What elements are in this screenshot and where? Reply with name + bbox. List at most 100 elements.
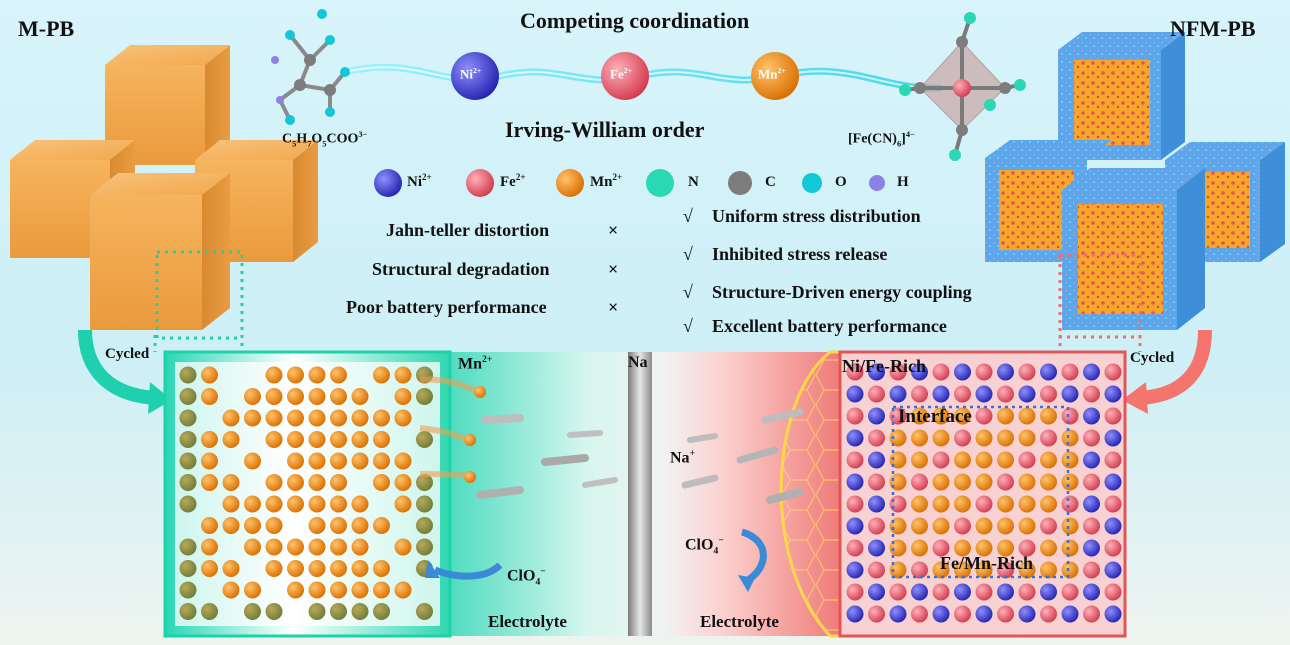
lattice-atom (1083, 407, 1100, 425)
lattice-atom (394, 474, 412, 491)
lattice-atom (351, 560, 369, 577)
lattice-atom (351, 452, 369, 470)
irving-william-title: Irving-William order (505, 117, 705, 142)
citrate-formula: C5H7O5COO3− (282, 130, 368, 149)
lattice-atom (373, 517, 390, 534)
lattice-atom (1040, 385, 1057, 403)
lattice-atom (997, 429, 1014, 447)
lattice-atom (308, 517, 326, 534)
lattice-atom (265, 560, 283, 577)
lattice-atom (308, 366, 326, 384)
lattice-atom (1061, 407, 1079, 425)
cycled-arrow-right (1122, 329, 1212, 414)
lattice-atom (179, 388, 197, 405)
lattice-atom (1104, 561, 1122, 579)
lattice-atom (1104, 407, 1122, 425)
lattice-atom (222, 431, 240, 448)
lattice-atom (201, 560, 218, 577)
lattice-atom (222, 581, 240, 599)
lattice-atom (1018, 451, 1036, 469)
lattice-atom (1083, 583, 1100, 601)
lattice-atom (1083, 561, 1100, 579)
lattice-atom (308, 452, 326, 470)
lattice-atom (911, 429, 928, 447)
drawback-mark: × (608, 297, 619, 317)
lattice-atom (373, 366, 390, 384)
lattice-atom (330, 495, 347, 513)
cei-layer (779, 350, 842, 638)
lattice-atom (954, 539, 971, 557)
lattice-atom (308, 538, 326, 556)
lattice-atom (351, 603, 369, 620)
clo4-label-right: ClO4− (685, 535, 724, 557)
lattice-atom (416, 431, 433, 448)
chain-ion-label: Ni2+ (460, 66, 482, 82)
lattice-atom (265, 366, 283, 384)
lattice-atom (330, 560, 347, 577)
lattice-atom (244, 603, 261, 620)
lattice-atom (1104, 583, 1122, 601)
interface-label: Interface (898, 406, 972, 427)
chain-ion (451, 52, 499, 100)
lattice-atom (932, 473, 950, 491)
lattice-atom (265, 517, 283, 534)
chain-ion (601, 52, 649, 100)
lattice-atom (416, 474, 433, 491)
lattice-atom (416, 388, 433, 405)
lattice-atom (308, 495, 326, 513)
lattice-atom (975, 605, 993, 623)
lattice-atom (394, 452, 412, 470)
chain-ion (751, 52, 799, 100)
lattice-atom (1104, 429, 1122, 447)
legend-label: Mn2+ (590, 172, 623, 190)
lattice-atom (330, 409, 347, 427)
interface-box (891, 405, 1070, 579)
core-shell-cube (1062, 168, 1205, 330)
lattice-atom (889, 363, 907, 381)
lattice-atom (394, 495, 412, 513)
drawback-text: Jahn-teller distortion (386, 220, 550, 240)
lattice-atom (997, 363, 1014, 381)
lattice-atom (975, 429, 993, 447)
lattice-atom (911, 363, 928, 381)
lattice-atom (330, 517, 347, 534)
core-shell-cube (1058, 32, 1185, 160)
competing-coordination-title: Competing coordination (520, 8, 750, 33)
lattice-atom (975, 407, 993, 425)
lattice-atom (201, 517, 218, 534)
lattice-atom (1018, 517, 1036, 535)
core-shell-cube (985, 140, 1112, 262)
lattice-atom (997, 407, 1014, 425)
lattice-atom (868, 517, 885, 535)
lattice-atom (179, 431, 197, 448)
lattice-atom (179, 366, 197, 384)
lattice-atom (308, 603, 326, 620)
lattice-atom (1061, 429, 1079, 447)
lattice-atom (1083, 495, 1100, 513)
lattice-atom (868, 539, 885, 557)
lattice-atom (244, 452, 261, 470)
lattice-atom (330, 366, 347, 384)
lattice-atom (308, 431, 326, 448)
lattice-atom (997, 605, 1014, 623)
zoom-box (1058, 253, 1142, 339)
lattice-atom (868, 429, 885, 447)
lattice-atom (287, 560, 304, 577)
lattice-atom (997, 561, 1014, 579)
lattice-atom (351, 388, 369, 405)
lattice-atom (1083, 451, 1100, 469)
lattice-atom (244, 538, 261, 556)
lattice-atom (889, 561, 907, 579)
lattice-atom (351, 581, 369, 599)
lattice-atom (1083, 473, 1100, 491)
lattice-atom (1061, 605, 1079, 623)
citrate-molecule (271, 9, 350, 125)
lattice-atom (179, 581, 197, 599)
lattice-atom (265, 409, 283, 427)
lattice-atom (287, 538, 304, 556)
lattice-atom (932, 451, 950, 469)
lattice-atom (244, 409, 261, 427)
lattice-atom (373, 603, 390, 620)
lattice-atom (868, 473, 885, 491)
lattice-atom (846, 495, 864, 513)
